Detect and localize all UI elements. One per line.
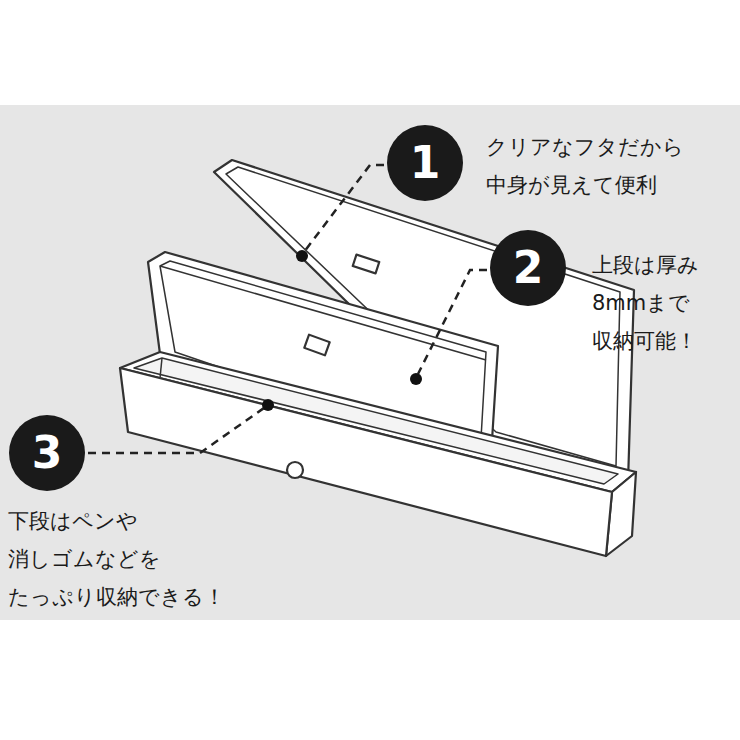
callout-number: 1 [410,141,441,185]
tray-edge [160,266,486,360]
callout-circle: 1 [387,125,463,201]
leader-line [88,408,264,453]
panel [0,105,740,620]
callout-number: 3 [32,431,63,475]
clasp [287,462,303,478]
leader-dot [296,250,308,262]
callout-note: 下段はペンや 消しゴムなどを たっぷり収納できる！ [8,502,225,616]
callout-number: 2 [513,246,544,290]
callout-circle: 2 [490,230,566,306]
callout-note: クリアなフタだから 中身が見えて便利 [486,128,684,204]
callout-note: 上段は厚み 8mmまで 収納可能！ [592,246,699,360]
leader-dot [262,399,274,411]
callout-circle: 3 [9,415,85,491]
leader-dot [410,373,422,385]
tray-hinge [304,335,329,356]
leader-line [418,270,487,374]
lid-latch [353,255,380,274]
leader-line [304,165,384,252]
base-front [120,368,612,556]
